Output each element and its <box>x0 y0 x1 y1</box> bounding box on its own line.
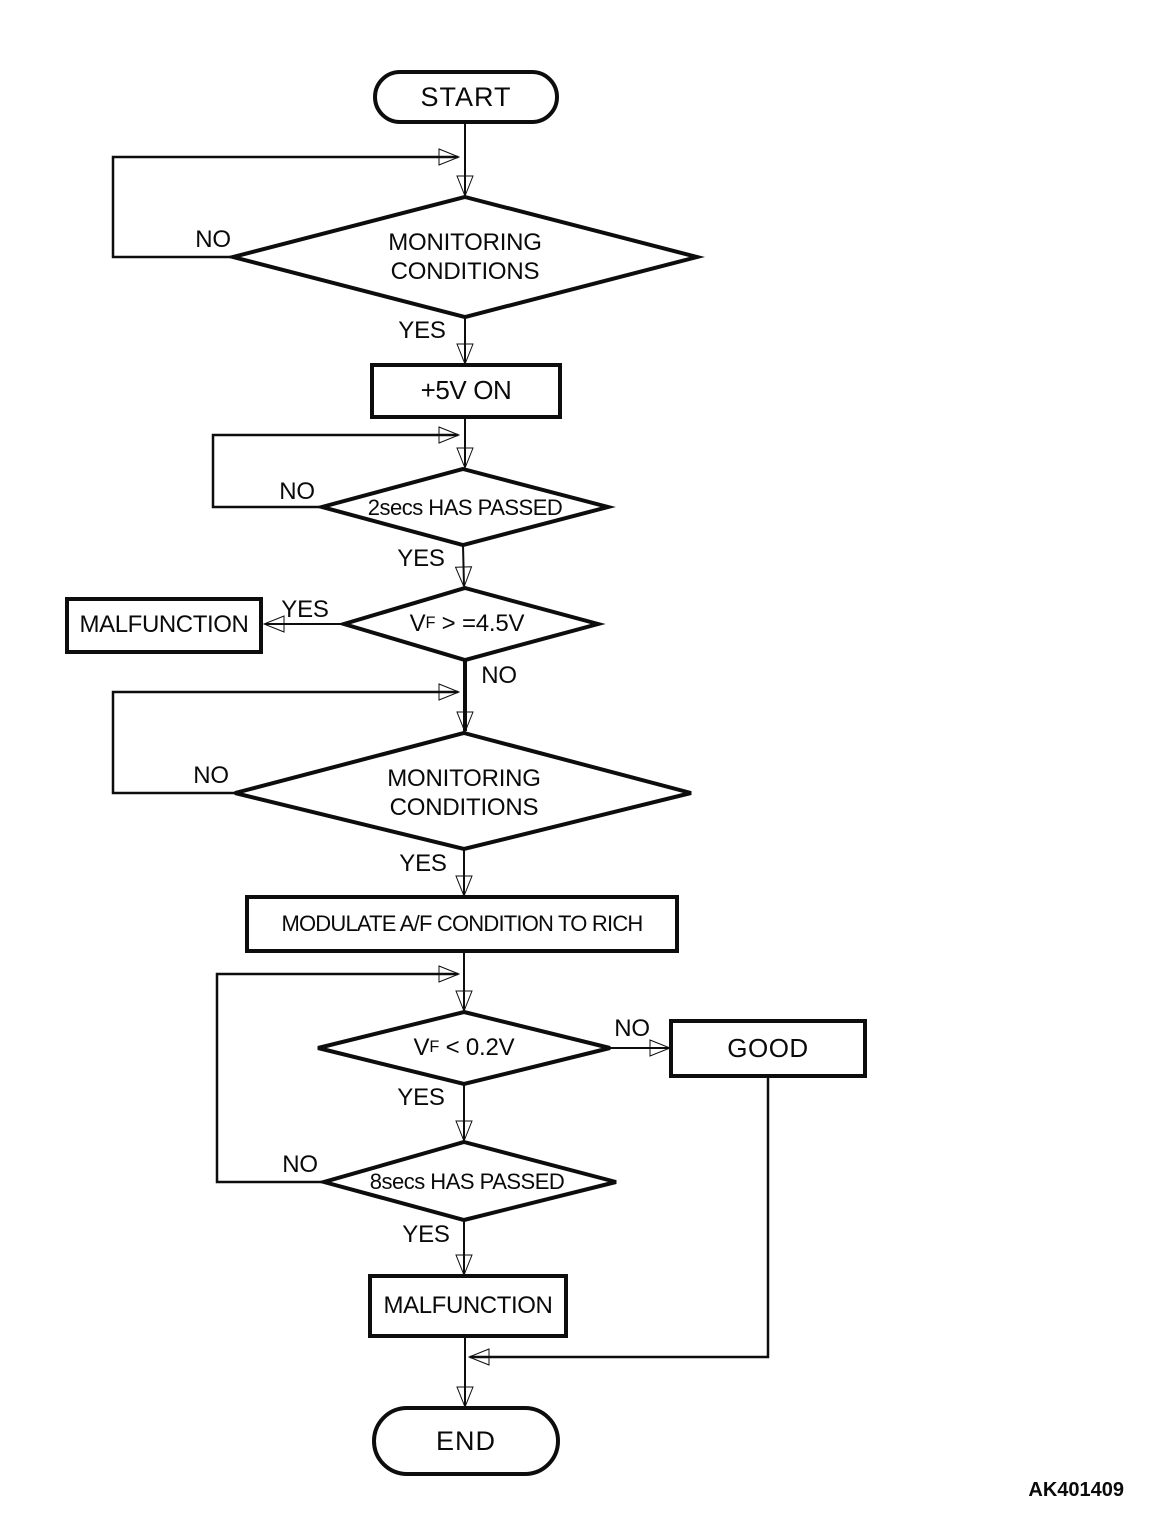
monitoring2-line2: CONDITIONS <box>389 794 539 821</box>
process-modulate-label: MODULATE A/F CONDITION TO RICH <box>281 910 643 936</box>
vf02-sub: F <box>429 1038 440 1057</box>
edge-label-no-monitoring1: NO <box>195 225 231 253</box>
start-terminator-shape <box>373 70 559 124</box>
monitoring1-line1: MONITORING <box>388 229 542 256</box>
edge-label-yes-vf02: YES <box>397 1083 445 1111</box>
vf45-sub: F <box>425 614 436 633</box>
loop-no-monitoring1 <box>111 157 458 259</box>
decision-monitoring2-shape <box>234 730 692 852</box>
edge-label-no-8secs: NO <box>282 1150 318 1178</box>
end-label: END <box>435 1425 496 1456</box>
process-malfunction1-shape <box>65 597 263 654</box>
process-malfunction2-label: MALFUNCTION <box>383 1291 553 1319</box>
decision-8secs-label: 8secs HAS PASSED <box>369 1168 565 1194</box>
vf02-cond: < 0.2V <box>439 1033 515 1061</box>
decision-monitoring1-shape <box>225 194 705 320</box>
vf45-v: V <box>409 609 426 637</box>
edge-label-no-monitoring2: NO <box>193 761 229 789</box>
process-modulate-shape <box>245 895 679 953</box>
process-malfunction1-label: MALFUNCTION <box>79 611 249 639</box>
edge-label-yes-2secs: YES <box>397 544 445 572</box>
decision-monitoring1-label: MONITORING CONDITIONS <box>315 227 615 287</box>
connector-good-to-end-merge <box>470 1076 770 1357</box>
decision-2secs-label: 2secs HAS PASSED <box>367 494 563 520</box>
process-malfunction2-shape <box>368 1274 568 1338</box>
decision-vf45-shape <box>336 585 606 663</box>
vf45-cond: > =4.5V <box>435 609 525 637</box>
edge-label-yes-8secs: YES <box>402 1220 450 1248</box>
loop-no-8secs <box>215 974 458 1184</box>
process-5v-label: +5V ON <box>420 375 512 406</box>
process-good-shape <box>669 1019 867 1078</box>
process-good-label: GOOD <box>727 1032 809 1063</box>
end-terminator-shape <box>372 1406 560 1476</box>
edge-label-yes-monitoring1: YES <box>398 316 446 344</box>
edge-label-yes-vf45: YES <box>281 595 329 623</box>
figure-code: AK401409 <box>1028 1479 1124 1501</box>
decision-monitoring2-label: MONITORING CONDITIONS <box>314 763 614 823</box>
edge-label-no-vf02: NO <box>614 1014 650 1042</box>
edge-label-yes-monitoring2: YES <box>399 849 447 877</box>
decision-8secs-shape <box>316 1139 617 1223</box>
edge-label-no-vf45: NO <box>481 661 517 689</box>
decision-vf02-shape <box>317 1009 611 1087</box>
connector-2secs-to-vf45 <box>463 544 464 586</box>
edge-label-no-2secs: NO <box>279 477 315 505</box>
vf02-v: V <box>413 1033 430 1061</box>
monitoring1-line2: CONDITIONS <box>390 258 540 285</box>
loop-no-2secs <box>211 435 458 509</box>
start-label: START <box>420 81 512 112</box>
monitoring2-line1: MONITORING <box>387 765 541 792</box>
loop-no-monitoring2 <box>111 692 458 795</box>
decision-2secs-shape <box>314 466 616 548</box>
process-5v-shape <box>370 363 562 419</box>
